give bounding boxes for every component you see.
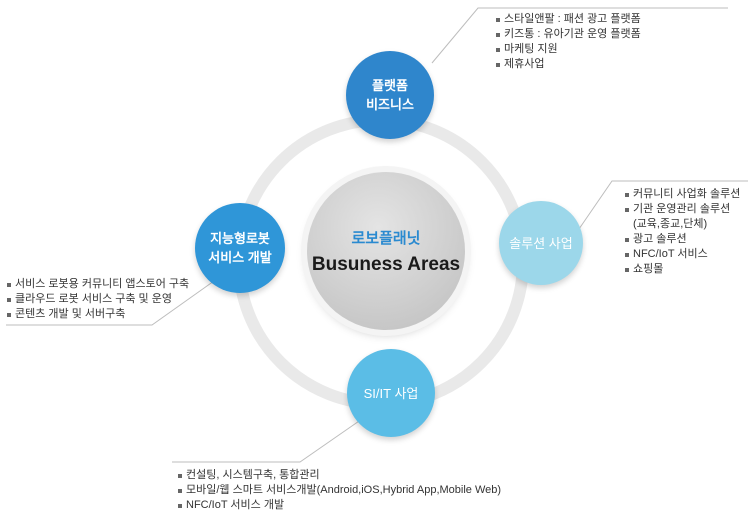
connector-right (578, 180, 748, 230)
list-item: 스타일앤팔 : 패션 광고 플랫폼 (495, 12, 641, 27)
connector-bottom (172, 418, 363, 463)
list-item-continuation: (교육,종교,단체) (633, 218, 708, 230)
list-item: 커뮤니티 사업화 솔루션 (624, 187, 740, 202)
node-si-it-business: SI/IT 사업 (347, 349, 435, 437)
list-item: 콘텐츠 개발 및 서버구축 (6, 307, 189, 322)
list-item: 키즈통 : 유아기관 운영 플랫폼 (495, 27, 641, 42)
node-platform-line2: 비즈니스 (366, 97, 414, 112)
list-item: 쇼핑몰 (624, 262, 740, 277)
list-item: 광고 솔루션 (624, 232, 740, 247)
node-solution-line1: 솔루션 사업 (509, 235, 573, 251)
node-platform-business: 플랫폼 비즈니스 (346, 51, 434, 139)
solution-list: 커뮤니티 사업화 솔루션 기관 운영관리 솔루션 (교육,종교,단체) 광고 솔… (624, 187, 740, 277)
list-item: 제휴사업 (495, 57, 641, 72)
connector-top (431, 7, 728, 64)
list-item: 마케팅 지원 (495, 42, 641, 57)
node-intelligent-robot: 지능형로봇 서비스 개발 (195, 203, 285, 293)
list-item: 모바일/웹 스마트 서비스개발(Android,iOS,Hybrid App,M… (177, 483, 501, 498)
node-robot-line1: 지능형로봇 (210, 231, 270, 246)
list-item: 기관 운영관리 솔루션 (624, 202, 740, 217)
list-item: 클라우드 로봇 서비스 구축 및 운영 (6, 292, 189, 307)
connector-left (6, 280, 215, 326)
node-si-it-line1: SI/IT 사업 (363, 385, 419, 401)
list-item: NFC/IoT 서비스 개발 (177, 498, 501, 513)
center-title: Busuness Areas (311, 253, 461, 275)
center-circle: 로보플래닛 Busuness Areas (307, 172, 465, 330)
platform-list: 스타일앤팔 : 패션 광고 플랫폼 키즈통 : 유아기관 운영 플랫폼 마케팅 … (495, 12, 641, 72)
si-it-list: 컨설팅, 시스템구축, 통합관리 모바일/웹 스마트 서비스개발(Android… (177, 468, 501, 513)
center-subtitle: 로보플래닛 (351, 229, 421, 247)
node-solution-business: 솔루션 사업 (499, 201, 583, 285)
list-item: 컨설팅, 시스템구축, 통합관리 (177, 468, 501, 483)
robot-list: 서비스 로봇용 커뮤니티 앱스토어 구축 클라우드 로봇 서비스 구축 및 운영… (6, 277, 189, 322)
list-item: NFC/IoT 서비스 (624, 247, 740, 262)
node-robot-line2: 서비스 개발 (208, 250, 272, 265)
node-platform-line1: 플랫폼 (372, 78, 408, 93)
list-item: 서비스 로봇용 커뮤니티 앱스토어 구축 (6, 277, 189, 292)
